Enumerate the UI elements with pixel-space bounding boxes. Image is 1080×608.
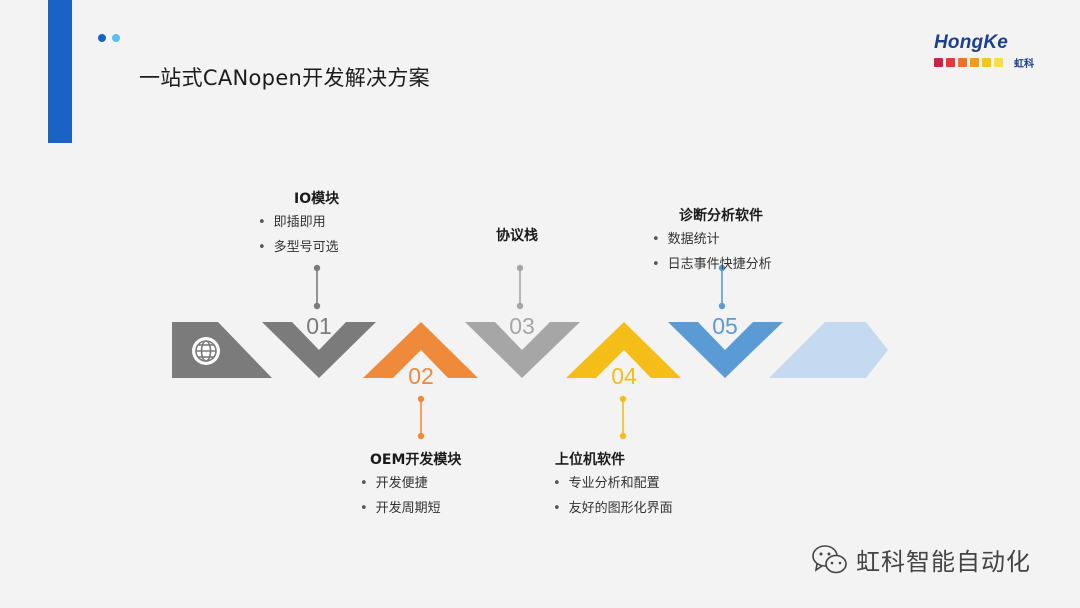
step-label-01: IO模块 即插即用 多型号可选 xyxy=(258,188,339,260)
logo-subtext: 虹科 xyxy=(1014,59,1034,70)
page-title: 一站式CANopen开发解决方案 xyxy=(139,66,430,90)
step-number-05: 05 xyxy=(712,313,738,339)
chevron-step-05 xyxy=(668,322,783,378)
step-bullet: 日志事件快捷分析 xyxy=(652,252,772,277)
step-bullet: 开发便捷 xyxy=(360,471,461,496)
watermark-text: 虹科智能自动化 xyxy=(856,548,1031,576)
globe-icon xyxy=(192,337,220,365)
logo-text: HongKe xyxy=(934,32,1009,53)
end-arrow xyxy=(769,322,888,378)
wechat-icon xyxy=(812,544,847,573)
logo-square xyxy=(946,58,955,67)
step-number-03: 03 xyxy=(509,313,535,339)
step-title: OEM开发模块 xyxy=(370,452,462,468)
step-title: 诊断分析软件 xyxy=(679,208,763,224)
watermark: 虹科智能自动化 xyxy=(810,542,1031,577)
step-label-04: 上位机软件 专业分析和配置 友好的图形化界面 xyxy=(553,449,673,521)
step-title: 协议栈 xyxy=(496,228,538,244)
step-bullet: 即插即用 xyxy=(258,210,339,235)
chevron-step-04 xyxy=(566,322,681,378)
step-bullet: 专业分析和配置 xyxy=(553,471,673,496)
step-label-02: OEM开发模块 开发便捷 开发周期短 xyxy=(360,449,461,521)
logo-square xyxy=(958,58,967,67)
chevron-step-01 xyxy=(262,322,376,378)
step-number-04: 04 xyxy=(611,363,637,389)
logo-squares xyxy=(934,58,1003,67)
logo-square xyxy=(970,58,979,67)
step-label-03: 协议栈 xyxy=(496,226,538,246)
step-bullet: 多型号可选 xyxy=(258,235,339,260)
connector-04 xyxy=(619,395,627,440)
step-number-02: 02 xyxy=(408,363,434,389)
decor-dot xyxy=(112,34,120,42)
step-bullet: 开发周期短 xyxy=(360,496,461,521)
start-block xyxy=(172,322,272,378)
step-number-01: 01 xyxy=(306,313,332,339)
step-bullet: 友好的图形化界面 xyxy=(553,496,673,521)
connector-03 xyxy=(516,264,524,310)
chevron-step-02 xyxy=(363,322,478,378)
hongke-logo: HongKe 虹科 xyxy=(934,32,1044,72)
step-title: IO模块 xyxy=(294,191,340,207)
step-label-05: 诊断分析软件 数据统计 日志事件快捷分析 xyxy=(652,205,772,277)
connector-01 xyxy=(313,264,321,310)
connector-02 xyxy=(417,395,425,440)
chevron-step-03 xyxy=(465,322,580,378)
decor-dot xyxy=(98,34,106,42)
logo-square xyxy=(994,58,1003,67)
logo-square xyxy=(934,58,943,67)
logo-square xyxy=(982,58,991,67)
step-bullet: 数据统计 xyxy=(652,227,772,252)
step-title: 上位机软件 xyxy=(555,452,625,468)
accent-bar xyxy=(48,0,72,143)
